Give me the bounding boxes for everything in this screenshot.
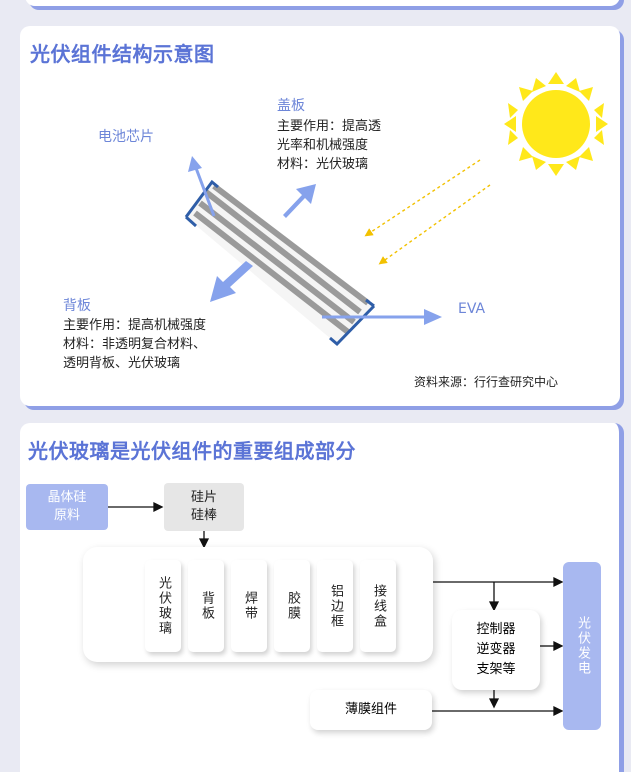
pv-output-box: 光伏发电: [563, 562, 601, 730]
solar-panel: [184, 179, 376, 347]
controls-line3: 支架等: [476, 662, 516, 677]
raw-line2: 原料: [53, 508, 80, 523]
cover-arrow: [283, 184, 316, 218]
raw-line1: 晶体硅: [47, 490, 87, 505]
wafer-line2: 硅棒: [190, 508, 217, 523]
component-ribbon: 焊带: [231, 560, 267, 652]
component-glass: 光伏玻璃: [145, 560, 181, 652]
wafer-box: 硅片 硅棒: [164, 483, 244, 531]
component-film: 胶膜: [274, 560, 310, 652]
composition-title: 光伏玻璃是光伏组件的重要组成部分: [28, 439, 356, 463]
thin-film-box: 薄膜组件: [310, 690, 432, 730]
cover-line3: 材料：光伏玻璃: [277, 157, 369, 172]
controls-box: 控制器 逆变器 支架等: [452, 610, 540, 690]
cell-label: 电池芯片: [98, 129, 154, 145]
back-arrow: [210, 261, 253, 302]
back-line1: 主要作用：提高机械强度: [63, 318, 207, 333]
cell-arrow: [194, 167, 216, 217]
sun-icon: [504, 72, 608, 176]
cover-name: 盖板: [277, 98, 305, 114]
wafer-line1: 硅片: [190, 490, 217, 505]
light-ray: [364, 159, 481, 237]
eva-label: EVA: [458, 301, 486, 317]
component-junction-box: 接线盒: [360, 560, 396, 652]
light-ray: [378, 184, 491, 265]
raw-material-box: 晶体硅 原料: [26, 484, 108, 530]
controls-line2: 逆变器: [476, 642, 516, 657]
back-line3: 透明背板、光伏玻璃: [63, 356, 181, 371]
component-backsheet: 背板: [188, 560, 224, 652]
component-frame: 铝边框: [317, 560, 353, 652]
back-line2: 材料：非透明复合材料、: [63, 337, 207, 352]
cover-line1: 主要作用：提高透: [277, 119, 382, 134]
source-note: 资料来源：行行查研究中心: [414, 375, 559, 389]
cell-arrowhead: [188, 156, 202, 172]
previous-card-bottom: [25, 0, 620, 6]
structure-title: 光伏组件结构示意图: [30, 42, 215, 66]
cover-line2: 光率和机械强度: [277, 138, 369, 153]
back-name: 背板: [63, 298, 91, 314]
eva-arrowhead: [424, 309, 442, 325]
controls-line1: 控制器: [476, 622, 516, 637]
